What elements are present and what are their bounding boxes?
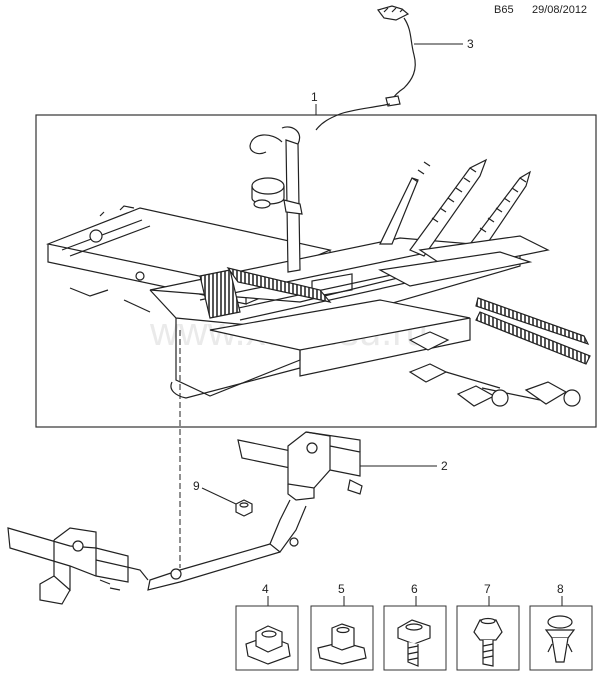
svg-text:4: 4 bbox=[262, 582, 269, 596]
fastener-box-7: 7 bbox=[456, 582, 520, 671]
fastener-box-4: 4 bbox=[235, 582, 299, 671]
nut-part-9 bbox=[235, 499, 253, 517]
svg-text:2: 2 bbox=[441, 459, 448, 473]
svg-text:3: 3 bbox=[467, 37, 474, 51]
wheel-holders bbox=[408, 331, 581, 407]
callout-2: 2 bbox=[360, 459, 448, 473]
fastener-box-6: 6 bbox=[383, 582, 447, 671]
diagram-code: B65 bbox=[494, 4, 514, 16]
svg-text:6: 6 bbox=[411, 582, 418, 596]
diagram-date: 29/08/2012 bbox=[532, 4, 588, 16]
fastener-box-5: 5 bbox=[310, 582, 374, 671]
wiring-harness bbox=[315, 5, 416, 131]
svg-text:1: 1 bbox=[311, 90, 318, 104]
callout-9: 9 bbox=[193, 479, 237, 505]
svg-text:5: 5 bbox=[338, 582, 345, 596]
callout-1: 1 bbox=[311, 90, 318, 115]
fastener-box-8: 8 bbox=[529, 582, 593, 671]
callout-3: 3 bbox=[414, 37, 474, 51]
svg-text:8: 8 bbox=[557, 582, 564, 596]
svg-text:7: 7 bbox=[484, 582, 491, 596]
svg-text:9: 9 bbox=[193, 479, 200, 493]
loose-straps bbox=[475, 297, 591, 365]
towbar-mount bbox=[7, 431, 363, 605]
bike-carrier-assembly bbox=[45, 126, 550, 399]
